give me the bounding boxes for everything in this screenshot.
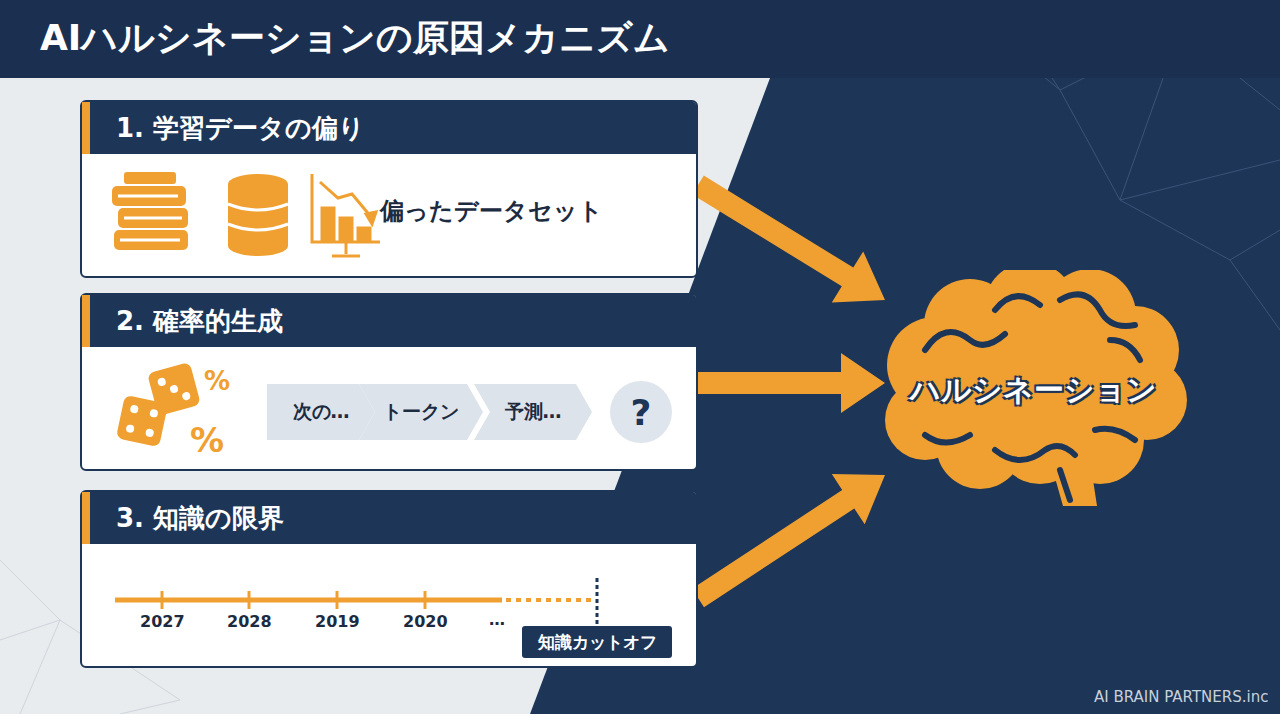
- year-label: 2028: [227, 612, 272, 631]
- box-body-text: 偏ったデータセット: [380, 195, 603, 227]
- box-heading: 2. 確率的生成: [116, 304, 283, 339]
- year-label: 2020: [403, 612, 448, 631]
- cutoff-tag-text: 知識カットオフ: [522, 626, 672, 658]
- cause-box: 3. 知識の限界知識カットオフ: [80, 490, 698, 668]
- step-chevron-label: トークン: [383, 399, 459, 425]
- tag-fill: [522, 626, 672, 658]
- brain-shape-text: ハルシネーション: [885, 270, 1195, 510]
- box-heading: 1. 学習データの偏り: [116, 111, 365, 146]
- brain-fill: [885, 270, 1187, 506]
- cause-arrow: [692, 176, 885, 303]
- step-chevron-text: トークン: [359, 384, 483, 440]
- question-circle-text: ?: [609, 380, 673, 444]
- year-label: 2019: [315, 612, 360, 631]
- cause-arrow: [698, 353, 885, 413]
- question-circle: ?: [609, 380, 673, 444]
- question-circle-label: ?: [631, 392, 652, 433]
- chevron-fill: [359, 384, 483, 440]
- watermark: AI BRAIN PARTNERS.inc: [1094, 688, 1268, 706]
- percent-sign: %: [204, 366, 230, 396]
- circle-fill: [610, 381, 672, 443]
- step-chevron: 予測…: [474, 384, 592, 440]
- step-chevron: 次の…: [267, 384, 375, 440]
- step-chevron-text: 次の…: [267, 384, 375, 440]
- cause-arrow: [692, 474, 885, 607]
- step-chevron-label: 予測…: [505, 399, 562, 425]
- title: AIハルシネーションの原因メカニズム: [40, 14, 1280, 63]
- brain-shape-label: ハルシネーション: [910, 370, 1157, 411]
- cause-box: 2. 確率的生成次の… トークン 予測…?: [80, 293, 698, 471]
- year-label: 2027: [140, 612, 185, 631]
- cause-box: 1. 学習データの偏り偏ったデータセット: [80, 100, 698, 278]
- cutoff-tag-label: 知識カットオフ: [538, 631, 657, 654]
- brain-shape: ハルシネーション: [885, 270, 1195, 510]
- percent-sign: %: [190, 420, 224, 460]
- ellipsis-label: …: [489, 610, 505, 629]
- data-icons: [110, 168, 380, 264]
- chevron-fill: [267, 384, 375, 440]
- box-heading: 3. 知識の限界: [116, 501, 284, 536]
- cutoff-tag: 知識カットオフ: [522, 626, 672, 658]
- step-chevron-label: 次の…: [293, 399, 350, 425]
- step-chevron-text: 予測…: [474, 384, 592, 440]
- chevron-fill: [474, 384, 592, 440]
- step-chevron: トークン: [359, 384, 483, 440]
